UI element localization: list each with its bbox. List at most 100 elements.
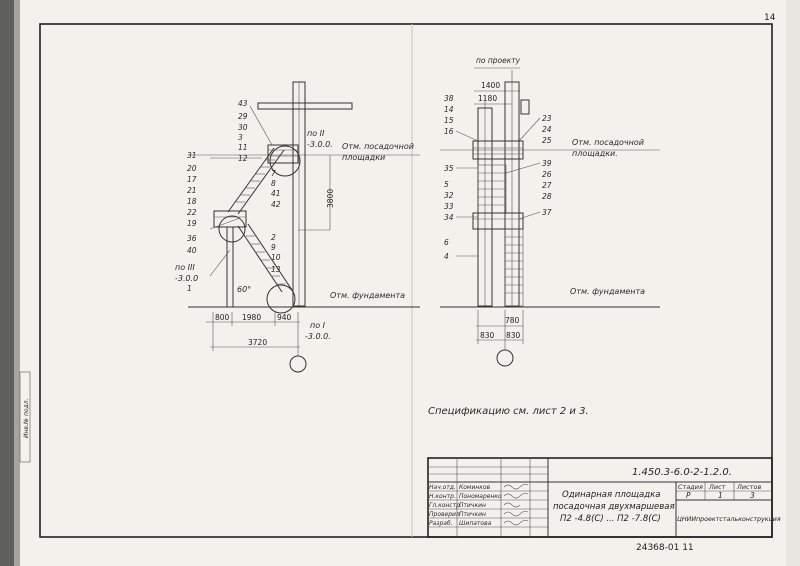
part-31: 31 xyxy=(187,151,197,160)
detail-callout-III xyxy=(218,215,246,243)
part-3: 3 xyxy=(238,133,243,142)
stair-angle: 60° xyxy=(237,285,251,294)
r-part-26: 26 xyxy=(542,170,552,179)
r-part-25: 25 xyxy=(542,136,552,145)
r-part-23: 23 xyxy=(542,114,552,123)
role-0: Нач.отд. xyxy=(429,484,456,491)
part-36: 36 xyxy=(187,234,197,243)
name-0: Коминков xyxy=(459,484,491,491)
part-18: 18 xyxy=(187,197,197,206)
mid-landing xyxy=(213,210,247,228)
r-part-28: 28 xyxy=(542,192,552,201)
title-line-2: посадочная двухмаршевая xyxy=(553,502,675,512)
part-1: 1 xyxy=(187,284,192,293)
role-2: Гл.констр. xyxy=(429,502,462,509)
section-II-elev: -3.0.0. xyxy=(307,140,333,149)
sheets-header: Листов xyxy=(736,483,761,491)
title-line-1: Одинарная площадка xyxy=(562,490,660,500)
part-22: 22 xyxy=(187,208,197,217)
scan-left-edge xyxy=(0,0,14,566)
r-part-6: 6 xyxy=(444,238,449,247)
r-part-38: 38 xyxy=(444,94,454,103)
r-part-39: 39 xyxy=(542,159,552,168)
upper-flight-stringer-2 xyxy=(237,149,285,215)
upper-flight-stringer-1 xyxy=(227,147,275,213)
section-I-elev: -3.0.0. xyxy=(305,332,331,341)
landing-mark-line2: площадки xyxy=(342,153,385,162)
name-4: Шипатова xyxy=(459,520,492,527)
title-block: 1.450.3-6.0-2-1.2.0. Нач.отд. Н.контр. Г… xyxy=(427,457,781,538)
part-21: 21 xyxy=(187,186,197,195)
r-part-35: 35 xyxy=(444,164,454,173)
dim-1980: 1980 xyxy=(242,313,261,322)
role-1: Н.контр. xyxy=(429,493,456,500)
signatures xyxy=(503,484,529,526)
right-mid-landing xyxy=(472,212,524,230)
lower-flight-stringer-1 xyxy=(237,225,283,293)
dim-1180: 1180 xyxy=(478,94,497,103)
sheets-value: 3 xyxy=(750,491,755,500)
dim-1400: 1400 xyxy=(481,81,500,90)
side-stamp xyxy=(19,371,31,463)
dim-830b: 830 xyxy=(506,331,521,340)
right-view: по проекту 1400 1180 xyxy=(440,56,660,367)
role-4: Разраб. xyxy=(429,520,453,527)
section-III-elev: -3.0.0 xyxy=(175,274,198,283)
left-view: 43 29 30 3 11 12 31 20 17 21 18 22 19 7 … xyxy=(175,81,420,373)
r-part-5: 5 xyxy=(444,180,449,189)
r-foundation-mark: Отм. фундамента xyxy=(570,287,645,296)
height-dim: 3800 xyxy=(326,189,335,208)
dim-830a: 830 xyxy=(480,331,495,340)
side-stamp-label: Инв.№ подл. xyxy=(23,398,30,438)
name-3: Птичкин xyxy=(459,511,486,518)
section-III: по III xyxy=(175,263,195,272)
sheet-value: 1 xyxy=(718,491,723,500)
part-20: 20 xyxy=(187,164,197,173)
part-19: 19 xyxy=(187,219,197,228)
stage-value: Р xyxy=(686,491,691,500)
scan-left-shadow xyxy=(14,0,20,566)
part-13: 13 xyxy=(271,265,281,274)
part-42: 42 xyxy=(271,200,281,209)
part-7: 7 xyxy=(271,169,276,178)
dim-940: 940 xyxy=(277,313,292,322)
by-project: по проекту xyxy=(476,56,521,65)
r-part-4: 4 xyxy=(444,252,449,261)
part-11: 11 xyxy=(238,143,248,152)
r-part-24: 24 xyxy=(542,125,552,134)
name-2: Птичкин xyxy=(459,502,486,509)
r-part-37: 37 xyxy=(542,208,552,217)
name-1: Пономаренко xyxy=(459,493,502,500)
right-ladder xyxy=(504,228,524,307)
r-part-32: 32 xyxy=(444,191,454,200)
part-9: 9 xyxy=(271,243,276,252)
grid-axis-bubble-left xyxy=(289,355,307,373)
organization: ЦНИИпроектстальконструкция xyxy=(677,516,781,523)
document-code: 1.450.3-6.0-2-1.2.0. xyxy=(632,467,732,478)
part-8: 8 xyxy=(271,179,276,188)
part-41: 41 xyxy=(271,189,281,198)
section-II: по II xyxy=(307,129,325,138)
detail-callout-II xyxy=(269,145,301,177)
r-landing-mark-line2: площадки. xyxy=(572,149,618,158)
foundation-mark: Отм. фундамента xyxy=(330,291,405,300)
grid-axis-bubble-right xyxy=(496,349,514,367)
dim-800: 800 xyxy=(215,313,230,322)
title-line-3: П2 -4.8(С) ... П2 -7.8(С) xyxy=(560,514,661,524)
part-30: 30 xyxy=(238,123,248,132)
specification-note: Спецификацию см. лист 2 и 3. xyxy=(428,406,589,417)
role-3: Проверил xyxy=(429,511,460,518)
r-part-16: 16 xyxy=(444,127,454,136)
part-17: 17 xyxy=(187,175,197,184)
part-43: 43 xyxy=(238,99,248,108)
part-2: 2 xyxy=(271,233,276,242)
dim-total: 3720 xyxy=(248,338,267,347)
r-part-15: 15 xyxy=(444,116,454,125)
plan-dimension-lines xyxy=(206,312,300,351)
canopy-beam xyxy=(257,102,353,110)
landing-mark-line1: Отм. посадочной xyxy=(342,142,414,151)
detail-callout-I xyxy=(266,284,296,314)
part-10: 10 xyxy=(271,253,281,262)
r-part-34: 34 xyxy=(444,213,454,222)
